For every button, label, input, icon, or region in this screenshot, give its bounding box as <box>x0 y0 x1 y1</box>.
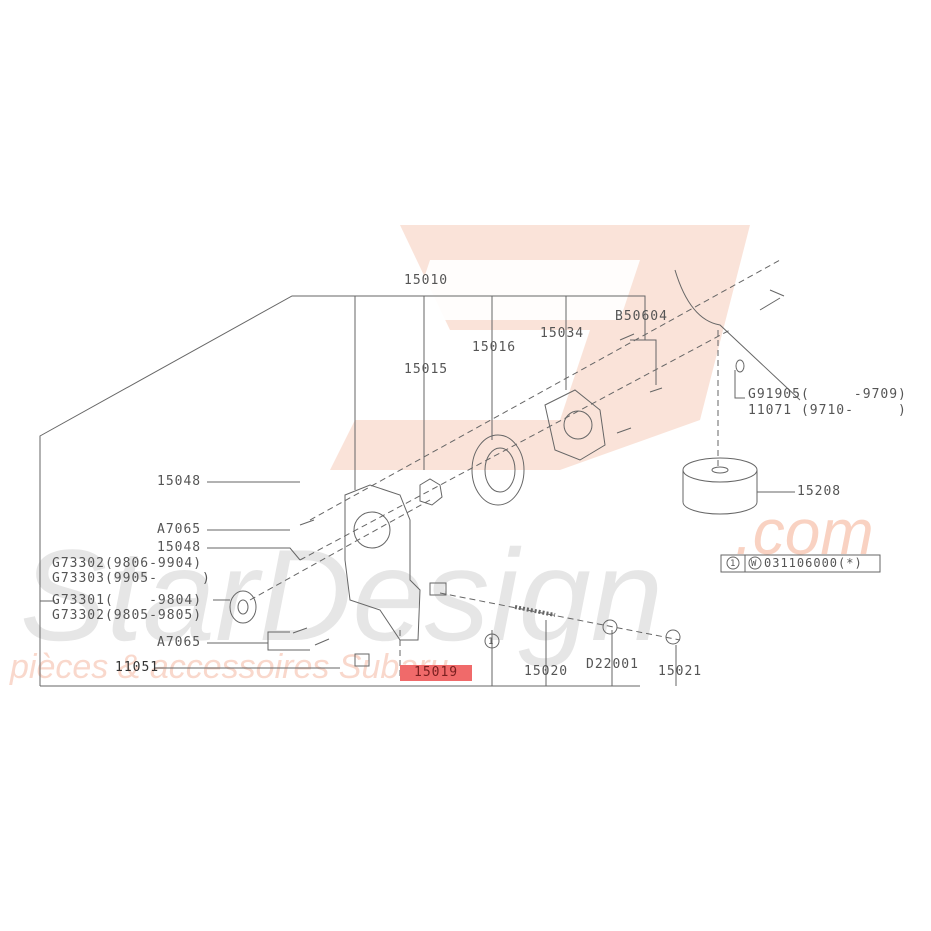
label-15034: 15034 <box>540 326 585 341</box>
watermark-brand: StarDesign <box>20 522 664 668</box>
label-15021: 15021 <box>658 664 703 679</box>
note-box <box>720 554 881 573</box>
oil-pump-body <box>344 484 421 641</box>
label-G91905: G91905( -9709) <box>748 387 907 402</box>
label-15020: 15020 <box>524 664 569 679</box>
label-11051: 11051 <box>115 660 160 675</box>
relief-valve <box>429 582 447 596</box>
label-G73302-b: G73302(9805-9805) <box>52 608 203 623</box>
note-ref: 1 <box>730 559 737 569</box>
oil-seal <box>229 590 257 624</box>
label-G73303: G73303(9905- ) <box>52 571 211 586</box>
label-A7065-b: A7065 <box>157 635 202 650</box>
label-15015: 15015 <box>404 362 449 377</box>
label-15019-highlighted[interactable]: 15019 <box>400 665 473 681</box>
note-code: 031106000(*) <box>764 556 863 570</box>
oil-filter <box>682 457 758 515</box>
label-A7065-a: A7065 <box>157 522 202 537</box>
spring <box>514 605 556 617</box>
label-G73302-a: G73302(9806-9904) <box>52 556 203 571</box>
watermark-domain: .com <box>735 496 874 568</box>
pump-cover <box>544 389 606 461</box>
label-G73301: G73301( -9804) <box>52 593 203 608</box>
note-symbol: W <box>751 559 758 569</box>
plug <box>354 653 370 667</box>
label-D22001: D22001 <box>586 657 639 672</box>
label-15010: 15010 <box>404 273 449 288</box>
label-15048-a: 15048 <box>157 474 202 489</box>
label-15048-b: 15048 <box>157 540 202 555</box>
outer-rotor <box>471 434 525 506</box>
label-11071: 11071 (9710- ) <box>748 403 907 418</box>
frame-line <box>39 295 646 686</box>
label-B50604: B50604 <box>615 309 668 324</box>
label-15208: 15208 <box>797 484 842 499</box>
inner-rotor <box>419 478 443 506</box>
callout-1: 1 <box>488 637 495 647</box>
label-15016: 15016 <box>472 340 517 355</box>
